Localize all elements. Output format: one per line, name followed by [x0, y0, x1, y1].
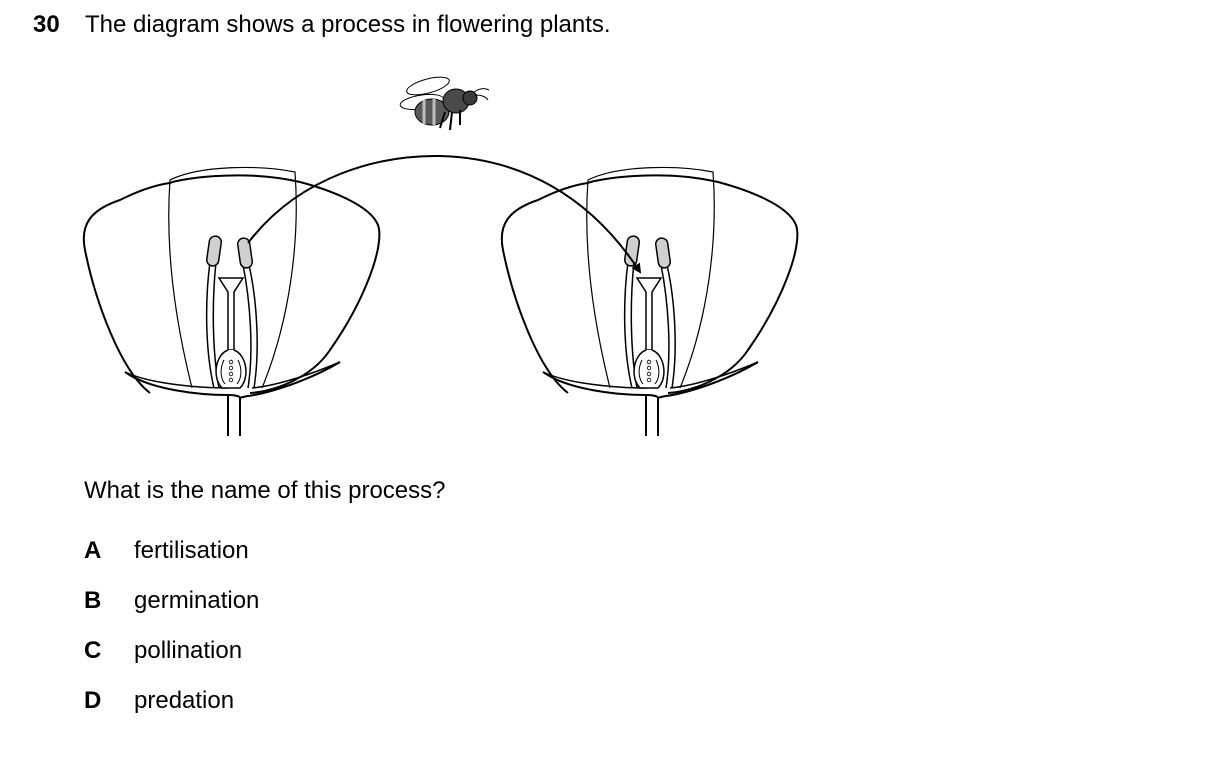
option-letter: C: [84, 637, 102, 664]
option-letter: D: [84, 687, 102, 714]
bee-icon: [399, 76, 490, 131]
option-text: predation: [134, 687, 235, 714]
option-text: fertilisation: [134, 537, 249, 564]
pollen-transfer-arrow: [247, 154, 642, 274]
question-stem: The diagram shows a process in flowering…: [85, 11, 611, 38]
question-number: 30: [33, 11, 60, 38]
question-prompt: What is the name of this process?: [84, 477, 446, 504]
flower-left: [82, 166, 381, 437]
option-text: germination: [134, 587, 260, 614]
option-text: pollination: [134, 637, 243, 664]
option-letter: B: [84, 587, 102, 614]
flower-right: [500, 166, 799, 437]
option-letter: A: [84, 537, 102, 564]
pollination-diagram: [82, 76, 799, 437]
